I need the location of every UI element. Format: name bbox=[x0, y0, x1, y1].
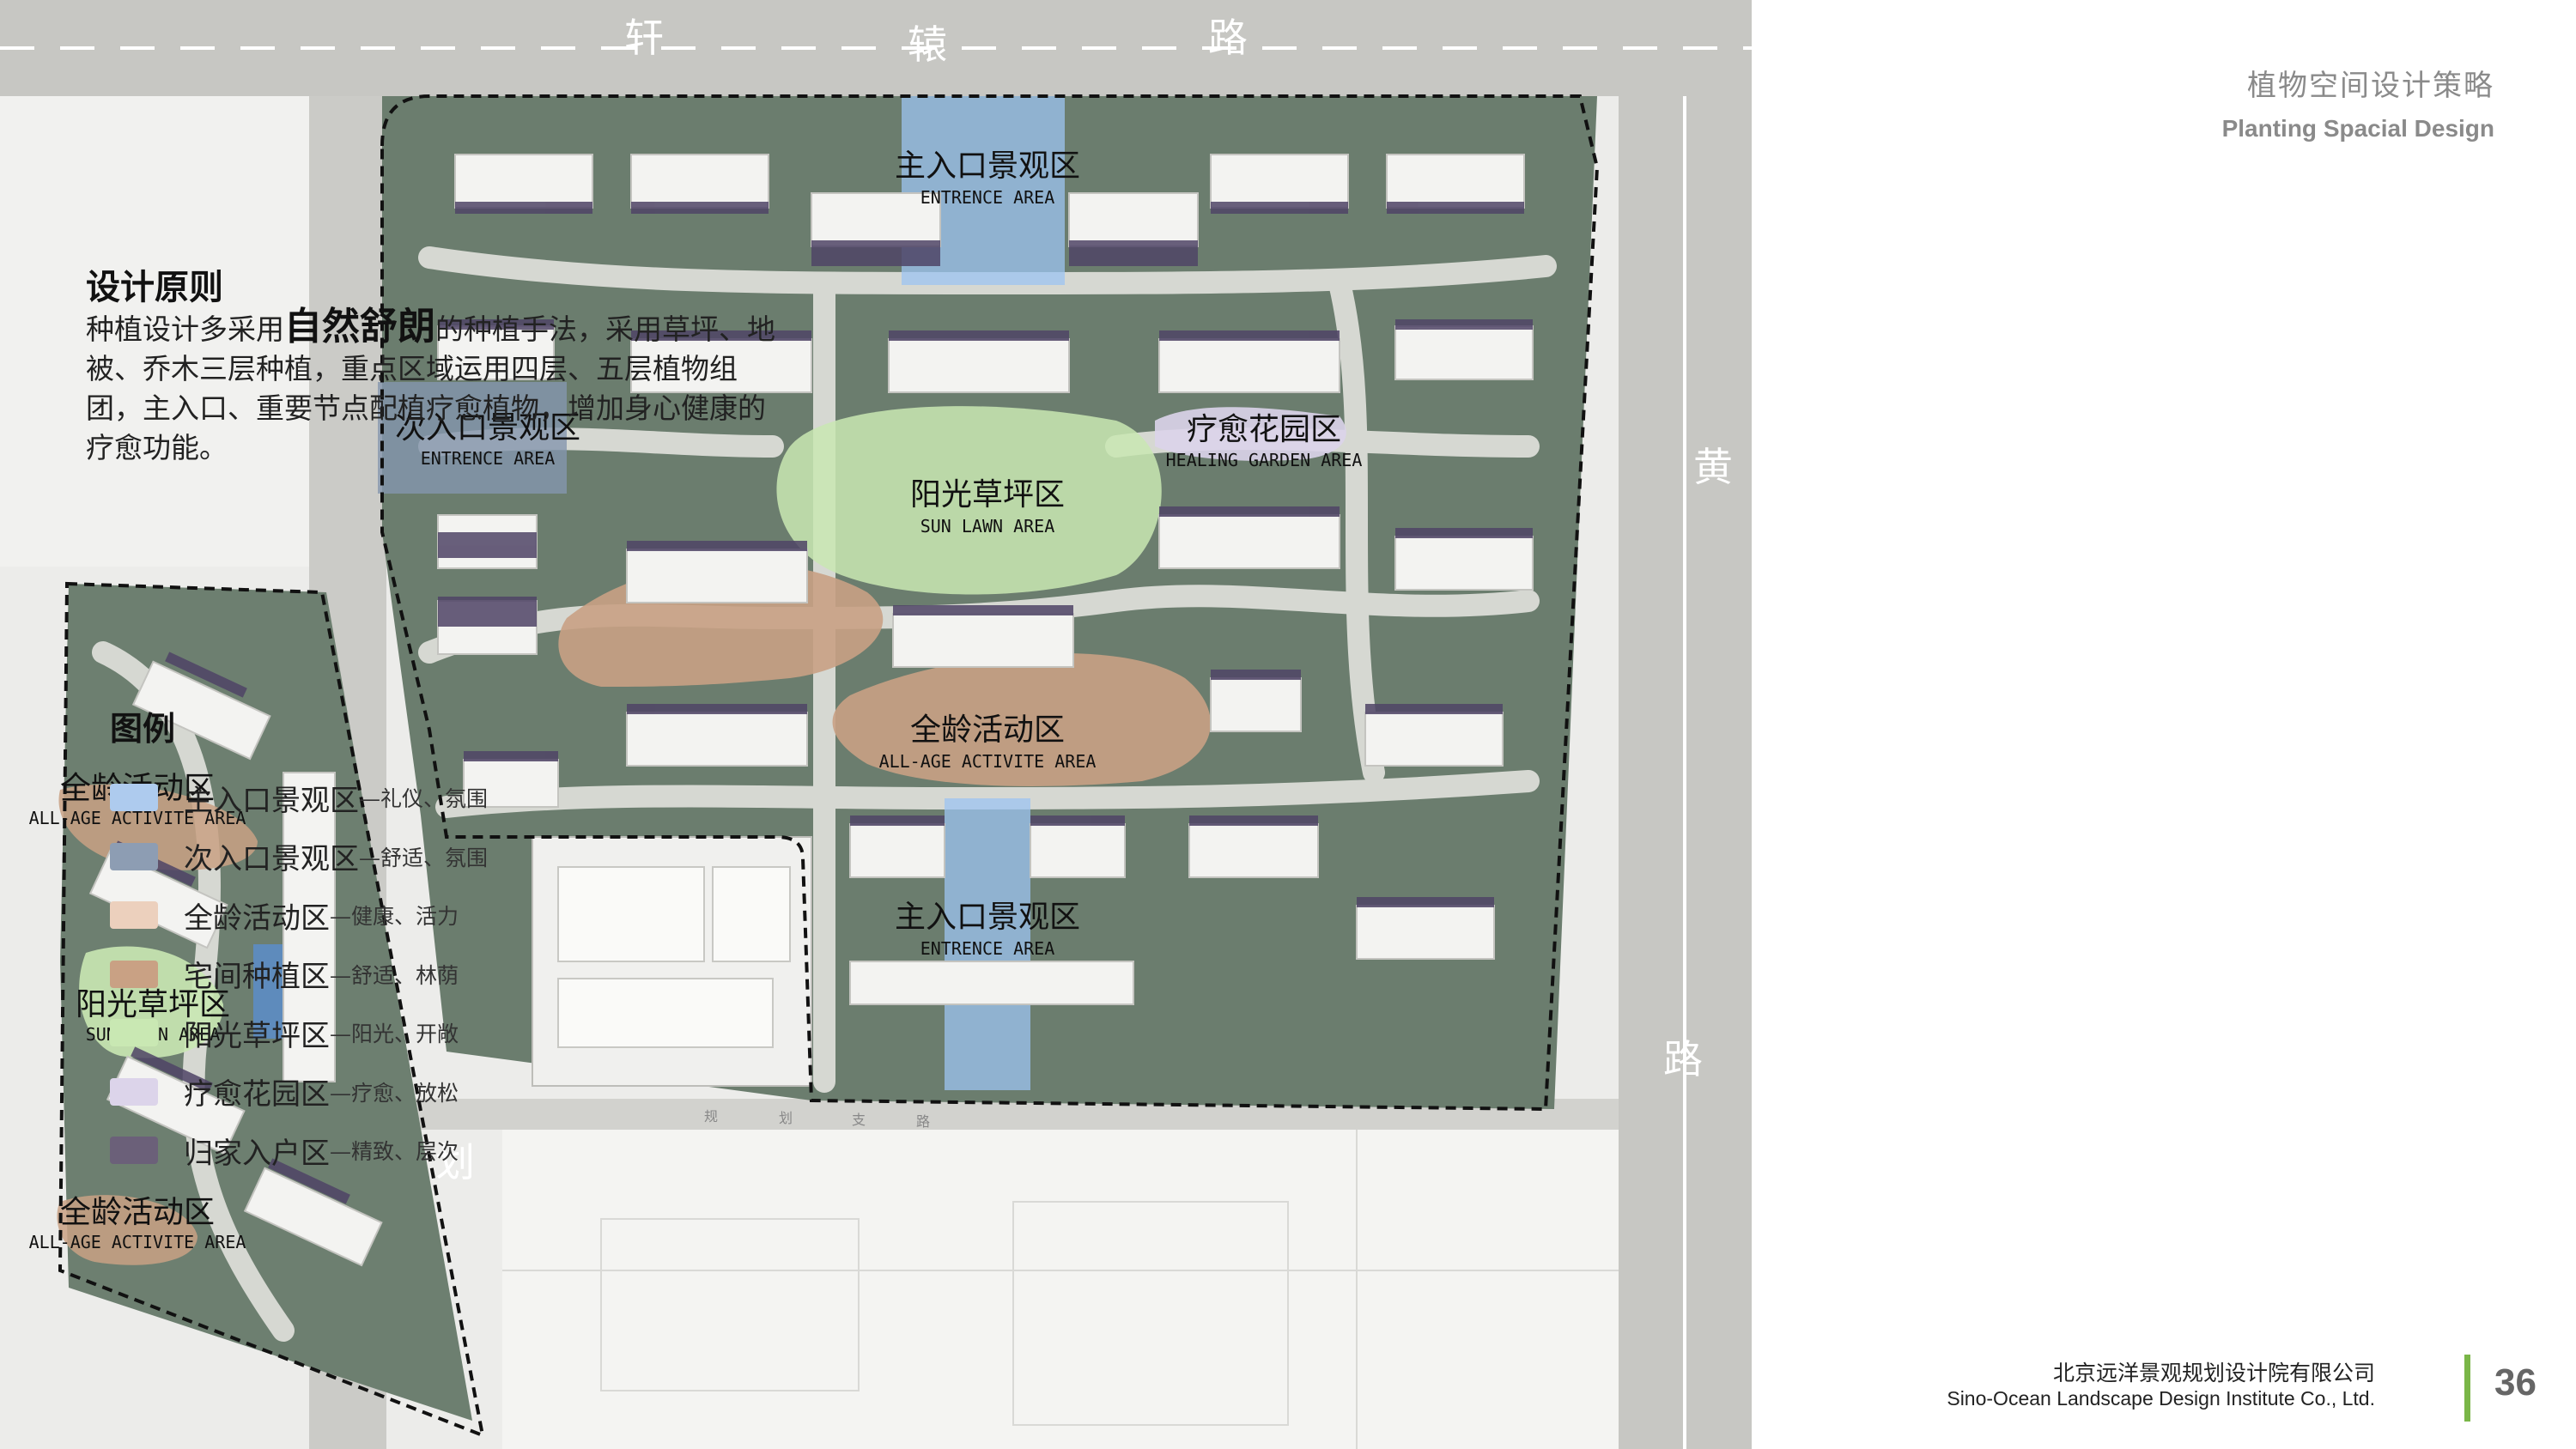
road-label-east-1: 黄 bbox=[1693, 444, 1733, 490]
company-name-cn: 北京远洋景观规划设计院有限公司 bbox=[2052, 1361, 2375, 1385]
legend-item: 疗愈花园区—疗愈、放松 bbox=[110, 1063, 711, 1122]
legend-item-name: 阳光草坪区 bbox=[184, 1018, 330, 1053]
legend-item-desc: —舒适、氛围 bbox=[359, 845, 489, 870]
legend-list: 主入口景观区—礼仪、氛围次入口景观区—舒适、氛围全龄活动区—健康、活力宅间种植区… bbox=[110, 768, 711, 1180]
school-building-3 bbox=[712, 866, 791, 962]
zone-label-sun-lawn: 阳光草坪区 bbox=[910, 477, 1065, 512]
legend-swatch bbox=[110, 960, 158, 988]
legend-item-desc: —阳光、开敞 bbox=[330, 1022, 459, 1047]
parcel-northwest bbox=[0, 86, 309, 567]
legend-swatch bbox=[110, 1137, 158, 1165]
legend-item-name: 次入口景观区 bbox=[184, 842, 359, 877]
legend-item-desc: —疗愈、放松 bbox=[330, 1080, 459, 1106]
design-principles-title: 设计原则 bbox=[86, 267, 223, 307]
sun-lawn-zone bbox=[776, 406, 1162, 595]
principles-text-before: 种植设计多采用 bbox=[86, 312, 284, 346]
entrance-tint-west bbox=[378, 382, 567, 494]
legend-title: 图例 bbox=[110, 710, 176, 748]
legend-item: 归家入户区—精致、层次 bbox=[110, 1121, 711, 1180]
zone-label-main-entrance-south: 主入口景观区 bbox=[895, 900, 1080, 935]
principles-emphasis: 自然舒朗 bbox=[284, 305, 435, 349]
zone-label-secondary-entrance: 次入口景观区 bbox=[395, 410, 580, 446]
info-panel bbox=[1752, 0, 2576, 1449]
site-plan-map: 轩 辕 路 黄 路 划 规 划 支 路 主入口景观区 ENTRENCE AREA… bbox=[0, 0, 1752, 1449]
parcel-south bbox=[502, 1125, 1704, 1449]
legend-swatch bbox=[110, 1077, 158, 1106]
legend-item-desc: —健康、活力 bbox=[330, 904, 459, 930]
legend-item-name: 全龄活动区 bbox=[184, 900, 330, 936]
west-site-boundary bbox=[58, 581, 485, 1439]
legend-item-name: 主入口景观区 bbox=[184, 783, 359, 818]
legend-item-desc: —礼仪、氛围 bbox=[359, 786, 489, 812]
legend-swatch bbox=[110, 784, 158, 812]
entrance-tint-south bbox=[945, 798, 1030, 1090]
legend-swatch bbox=[110, 1019, 158, 1047]
road-label-north-3: 路 bbox=[1208, 15, 1248, 61]
legend-item: 主入口景观区—礼仪、氛围 bbox=[110, 768, 711, 828]
zone-sub-secondary-entrance: ENTRENCE AREA bbox=[421, 448, 556, 469]
legend-item: 全龄活动区—健康、活力 bbox=[110, 886, 711, 945]
legend-item-name: 宅间种植区 bbox=[184, 960, 330, 995]
road-label-north-1: 轩 bbox=[624, 15, 664, 61]
page-title-en: Planting Spacial Design bbox=[2221, 115, 2494, 142]
legend-swatch bbox=[110, 901, 158, 930]
zone-sub-west-all-age-2: ALL-AGE ACTIVITE AREA bbox=[29, 1232, 246, 1252]
zone-label-healing-garden: 疗愈花园区 bbox=[1187, 412, 1341, 447]
legend-item-name: 归家入户区 bbox=[184, 1136, 330, 1171]
road-label-east-2: 路 bbox=[1663, 1036, 1703, 1082]
west-all-age-zone-2 bbox=[57, 1195, 197, 1265]
road-label-southwest: 划 bbox=[435, 1139, 475, 1185]
legend-item-name: 疗愈花园区 bbox=[184, 1077, 330, 1113]
legend-swatch bbox=[110, 842, 158, 870]
zone-label-west-all-age-2: 全龄活动区 bbox=[60, 1195, 215, 1230]
zone-label-main-entrance-north: 主入口景观区 bbox=[895, 149, 1080, 184]
entrance-tint-west-site bbox=[253, 944, 288, 1039]
school-building-2 bbox=[557, 978, 774, 1048]
west-all-age-zone-1 bbox=[58, 784, 258, 870]
legend-item-desc: —精致、层次 bbox=[330, 1139, 459, 1165]
school-building-1 bbox=[557, 866, 705, 962]
road-label-branch-1: 规 bbox=[704, 1108, 718, 1125]
design-principles-text: 种植设计多采用自然舒朗的种植手法，采用草坪、地被、乔木三层种植，重点区域运用四层… bbox=[86, 307, 790, 468]
zone-sub-sun-lawn: SUN LAWN AREA bbox=[920, 516, 1055, 537]
page-number: 36 bbox=[2494, 1361, 2537, 1404]
zone-sub-main-entrance-south: ENTRENCE AREA bbox=[920, 938, 1055, 959]
zone-label-west-sun-lawn: 阳光草坪区 bbox=[76, 987, 230, 1022]
homecoming-entry-strips bbox=[438, 202, 1533, 907]
road-label-north-2: 辕 bbox=[908, 21, 947, 68]
zone-sub-healing-garden: HEALING GARDEN AREA bbox=[1166, 450, 1363, 470]
road-label-branch-3: 支 bbox=[852, 1112, 866, 1128]
company-name-en: Sino-Ocean Landscape Design Institute Co… bbox=[1947, 1387, 2375, 1410]
legend-item: 阳光草坪区—阳光、开敞 bbox=[110, 1003, 711, 1063]
principles-text-after: 的种植手法，采用草坪、地被、乔木三层种植，重点区域运用四层、五层植物组团，主入口… bbox=[86, 312, 775, 464]
zone-sub-main-entrance-north: ENTRENCE AREA bbox=[920, 187, 1055, 208]
road-label-branch-4: 路 bbox=[916, 1113, 930, 1130]
zone-sub-all-age: ALL-AGE ACTIVITE AREA bbox=[879, 751, 1097, 772]
parcel-south-lines bbox=[502, 1125, 1704, 1449]
page-accent-bar bbox=[2464, 1355, 2470, 1422]
healing-garden-zone bbox=[1155, 407, 1346, 461]
zone-label-all-age: 全龄活动区 bbox=[910, 712, 1065, 748]
legend-item-desc: —舒适、林荫 bbox=[330, 962, 459, 988]
road-label-branch-2: 划 bbox=[779, 1110, 793, 1126]
west-buildings bbox=[88, 660, 383, 1267]
between-house-planting-zone-2 bbox=[832, 653, 1211, 786]
legend-item: 次入口景观区—舒适、氛围 bbox=[110, 828, 711, 887]
legend-item: 宅间种植区—舒适、林荫 bbox=[110, 945, 711, 1004]
page-title-cn: 植物空间设计策略 bbox=[2247, 69, 2494, 103]
